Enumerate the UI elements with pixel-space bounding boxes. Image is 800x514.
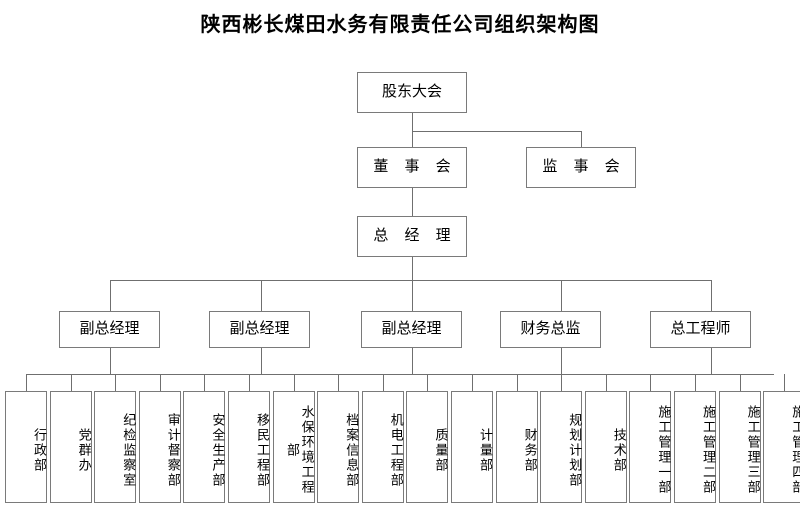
node-dept-party-mass-office[interactable]: 党群办 — [49, 391, 92, 503]
connector-to-dept-finance — [517, 374, 518, 391]
node-dept-discipline-inspection-label: 纪检监察室 — [121, 412, 137, 488]
node-deputy-gm-1-label: 副总经理 — [79, 320, 140, 338]
node-cfo[interactable]: 财务总监 — [500, 311, 601, 348]
node-cfo-label: 财务总监 — [520, 320, 581, 338]
connector-to-dept-technology — [606, 374, 607, 391]
node-dept-archives-information-label: 档案信息部 — [344, 412, 360, 488]
connector-to-dept-water-environment-engineering — [294, 374, 295, 391]
node-dept-electromechanical-engineering-label: 机电工程部 — [388, 412, 404, 488]
node-dept-audit-supervision[interactable]: 审计督察部 — [138, 391, 181, 503]
node-dept-quality-label: 质量部 — [433, 427, 449, 473]
connector-to-dept-discipline-inspection — [115, 374, 116, 391]
connector-to-deputy-gm-2 — [261, 280, 262, 311]
connector-to-deputy-gm-1 — [110, 280, 111, 311]
node-dept-construction-mgmt-2-label: 施工管理二部 — [701, 405, 716, 495]
node-dept-planning[interactable]: 规划计划部 — [540, 391, 583, 503]
node-dept-construction-mgmt-2[interactable]: 施工管理二部 — [674, 391, 716, 503]
connector-gm-down — [412, 257, 413, 311]
connector-to-dept-electromechanical-engineering — [383, 374, 384, 391]
node-shareholders-label: 股东大会 — [381, 83, 442, 101]
connector-chief-engineer-down — [711, 348, 712, 374]
node-dept-finance[interactable]: 财务部 — [495, 391, 538, 503]
page-title: 陕西彬长煤田水务有限责任公司组织架构图 — [200, 14, 600, 36]
node-dept-finance-label: 财务部 — [522, 427, 538, 473]
connector-to-board-of-supervisors — [581, 131, 582, 147]
connector-deputy-gm-1-down — [110, 348, 111, 374]
connector-to-chief-engineer — [711, 280, 712, 311]
connector-to-dept-construction-mgmt-1 — [650, 374, 651, 391]
connector-to-dept-audit-supervision — [160, 374, 161, 391]
connector-to-dept-archives-information — [338, 374, 339, 391]
node-dept-technology-label: 技术部 — [611, 427, 627, 473]
node-dept-archives-information[interactable]: 档案信息部 — [317, 391, 360, 503]
node-board-of-directors[interactable]: 董 事 会 — [357, 147, 467, 188]
node-dept-planning-label: 规划计划部 — [567, 412, 583, 488]
connector-to-dept-planning — [561, 374, 562, 391]
node-dept-resettlement-engineering-label: 移民工程部 — [255, 412, 270, 488]
node-dept-water-environment-engineering-label: 水保环境工程部 — [285, 405, 315, 495]
node-dept-quality[interactable]: 质量部 — [406, 391, 449, 503]
connector-directors-to-gm — [412, 188, 413, 216]
node-dept-metering[interactable]: 计量部 — [451, 391, 493, 503]
node-deputy-gm-2[interactable]: 副总经理 — [209, 311, 310, 348]
node-board-of-supervisors[interactable]: 监 事 会 — [526, 147, 636, 188]
connector-to-dept-construction-mgmt-4 — [784, 374, 785, 391]
node-deputy-gm-2-label: 副总经理 — [229, 320, 290, 338]
node-dept-construction-mgmt-1-label: 施工管理一部 — [656, 405, 672, 495]
node-dept-electromechanical-engineering[interactable]: 机电工程部 — [361, 391, 404, 503]
node-shareholders[interactable]: 股东大会 — [357, 72, 467, 113]
node-dept-construction-mgmt-4[interactable]: 施工管理四部 — [763, 391, 800, 503]
node-general-manager-label: 总 经 理 — [373, 227, 457, 245]
connector-to-cfo — [561, 280, 562, 311]
node-chief-engineer-label: 总工程师 — [670, 320, 731, 338]
node-general-manager[interactable]: 总 经 理 — [357, 216, 467, 257]
node-dept-construction-mgmt-1[interactable]: 施工管理一部 — [629, 391, 672, 503]
node-board-of-directors-label: 董 事 会 — [373, 158, 457, 176]
node-chief-engineer[interactable]: 总工程师 — [650, 311, 751, 348]
node-dept-water-environment-engineering[interactable]: 水保环境工程部 — [272, 391, 315, 503]
node-dept-party-mass-office-label: 党群办 — [76, 427, 92, 473]
connector-to-dept-administration — [26, 374, 27, 391]
node-dept-construction-mgmt-3[interactable]: 施工管理三部 — [718, 391, 761, 503]
connector-deputy-gm-3-down — [412, 348, 413, 374]
node-deputy-gm-3[interactable]: 副总经理 — [361, 311, 462, 348]
node-dept-discipline-inspection[interactable]: 纪检监察室 — [94, 391, 137, 503]
connector-to-dept-metering — [472, 374, 473, 391]
connector-level4-bus — [110, 280, 711, 281]
connector-to-dept-quality — [427, 374, 428, 391]
connector-level2-bus — [412, 131, 582, 132]
connector-deputy-gm-2-down — [261, 348, 262, 374]
node-dept-safety-production-label: 安全生产部 — [210, 412, 226, 488]
node-board-of-supervisors-label: 监 事 会 — [542, 158, 626, 176]
node-dept-audit-supervision-label: 审计督察部 — [165, 412, 181, 488]
node-dept-construction-mgmt-4-label: 施工管理四部 — [790, 405, 800, 495]
connector-to-dept-construction-mgmt-3 — [740, 374, 741, 391]
connector-shareholders-down — [412, 113, 413, 131]
connector-to-board-of-directors — [412, 131, 413, 147]
node-dept-administration-label: 行政部 — [32, 427, 47, 473]
node-dept-construction-mgmt-3-label: 施工管理三部 — [745, 405, 761, 495]
node-dept-administration[interactable]: 行政部 — [5, 391, 47, 503]
node-dept-safety-production[interactable]: 安全生产部 — [183, 391, 226, 503]
connector-to-dept-construction-mgmt-2 — [695, 374, 696, 391]
connector-to-dept-safety-production — [204, 374, 205, 391]
node-dept-metering-label: 计量部 — [478, 427, 493, 473]
node-dept-resettlement-engineering[interactable]: 移民工程部 — [228, 391, 270, 503]
node-deputy-gm-3-label: 副总经理 — [381, 320, 442, 338]
connector-cfo-down — [561, 348, 562, 374]
node-dept-technology[interactable]: 技术部 — [584, 391, 627, 503]
connector-to-dept-party-mass-office — [71, 374, 72, 391]
node-deputy-gm-1[interactable]: 副总经理 — [59, 311, 160, 348]
connector-to-dept-resettlement-engineering — [249, 374, 250, 391]
connector-departments-bus — [26, 374, 774, 375]
